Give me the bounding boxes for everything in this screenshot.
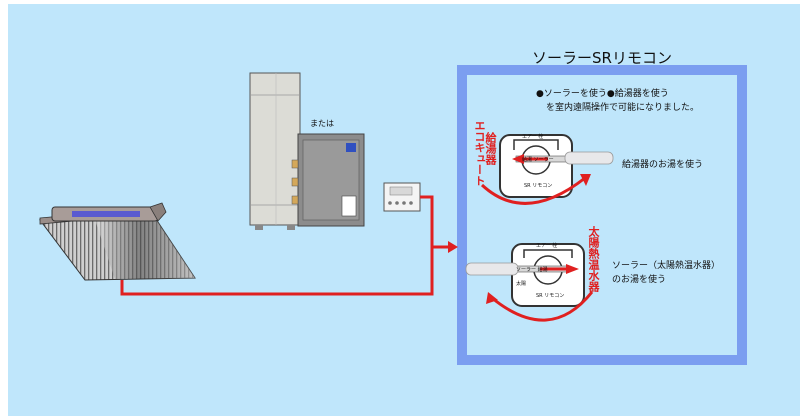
remote-top-brand: SR リモコン: [524, 183, 553, 189]
remote-bottom-side-label: 太陽: [516, 281, 527, 287]
signal-lines: [120, 195, 458, 296]
remote-bottom-panel-label: エアー 栓: [536, 243, 558, 249]
or-label: または: [310, 119, 334, 128]
panel-note-line2: を室内遠隔操作で可能になりました。: [546, 103, 700, 113]
remote-bottom-mode-label: ソーラー 給湯: [516, 267, 548, 273]
remote-bottom-brand: SR リモコン: [536, 293, 565, 299]
gas-water-heater: [291, 133, 365, 227]
remote-top-caption: 給湯器のお湯を使う: [622, 160, 704, 170]
remote-bottom-caption-line2: のお湯を使う: [612, 275, 667, 285]
panel-frame: [457, 65, 747, 365]
remote-top-mode-label: 給湯 ソーラー: [522, 157, 554, 163]
remote-top-graphic: [480, 134, 614, 205]
remote-bottom-graphic: [465, 243, 594, 322]
remote-top-vertical-a: 給湯器: [484, 132, 497, 165]
remote-top-panel-label: エアー 栓: [522, 134, 544, 140]
remote-bottom-vertical: 太陽熱温水器: [587, 226, 600, 292]
remote-bottom-caption-line1: ソーラー（太陽熱温水器）: [612, 261, 721, 271]
indoor-remote: [383, 182, 421, 212]
remote-top-vertical-b: エコキュート: [473, 120, 486, 186]
storage-tank-unit: [249, 72, 301, 230]
panel-title: ソーラーSRリモコン: [532, 49, 672, 67]
panel-note-line1: ●ソーラーを使う●給湯器を使う: [536, 89, 669, 99]
solar-water-heater: [39, 202, 196, 281]
